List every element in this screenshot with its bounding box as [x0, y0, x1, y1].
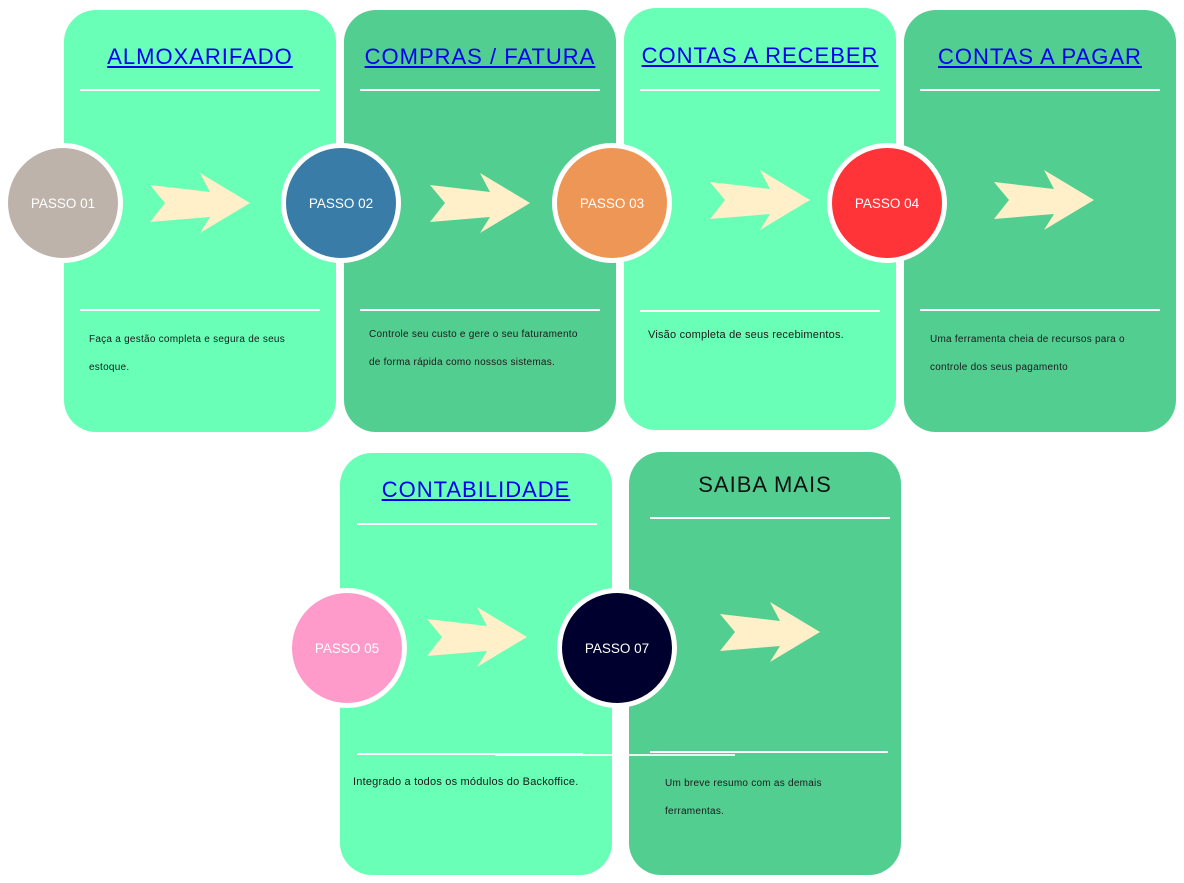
card-title: CONTAS A PAGAR	[904, 42, 1176, 72]
step-circle-05: PASSO 05	[287, 588, 407, 708]
contas-a-receber-link[interactable]: CONTAS A RECEBER	[641, 43, 879, 68]
bottom-divider	[920, 309, 1160, 311]
card-description: Controle seu custo e gere o seu faturame…	[369, 321, 578, 377]
description-line: controle dos seus pagamento	[930, 362, 1068, 373]
arrow-right-icon	[150, 173, 250, 233]
description-line: Faça a gestão completa e segura de seus	[89, 334, 285, 345]
arrow-right-icon	[427, 607, 527, 667]
bottom-divider	[650, 751, 888, 753]
step-label: PASSO 03	[579, 195, 645, 211]
saiba-mais-title: SAIBA MAIS	[698, 472, 832, 497]
card-description: Uma ferramenta cheia de recursos para o …	[930, 326, 1125, 382]
almoxarifado-link[interactable]: ALMOXARIFADO	[107, 44, 293, 69]
overlay-divider	[495, 754, 735, 756]
compras-fatura-link[interactable]: COMPRAS / FATURA	[364, 44, 596, 69]
description-line: ferramentas.	[665, 806, 725, 817]
bottom-divider	[360, 309, 600, 311]
bottom-divider	[640, 310, 880, 312]
card-description: Um breve resumo com as demais ferramenta…	[665, 770, 822, 826]
step-circle-07: PASSO 07	[557, 588, 677, 708]
step-circle-03: PASSO 03	[552, 143, 672, 263]
card-description: Faça a gestão completa e segura de seus …	[89, 326, 285, 382]
arrow-right-icon	[720, 602, 820, 662]
top-divider	[920, 89, 1160, 91]
card-title: SAIBA MAIS	[629, 470, 901, 500]
description-line: Controle seu custo e gere o seu faturame…	[369, 329, 578, 340]
top-divider	[80, 89, 320, 91]
step-label: PASSO 05	[314, 640, 380, 656]
card-title: CONTAS A RECEBER	[624, 41, 896, 71]
step-label: PASSO 04	[854, 195, 920, 211]
description-line: Visão completa de seus recebimentos.	[648, 329, 844, 341]
bottom-divider	[357, 753, 583, 755]
step-label: PASSO 01	[30, 195, 96, 211]
step-label: PASSO 07	[584, 640, 650, 656]
step-circle-02: PASSO 02	[281, 143, 401, 263]
card-description: Integrado a todos os módulos do Backoffi…	[353, 768, 578, 796]
contas-a-pagar-link[interactable]: CONTAS A PAGAR	[938, 44, 1142, 69]
card-contas-a-pagar: CONTAS A PAGAR Uma ferramenta cheia de r…	[904, 10, 1176, 432]
contabilidade-link[interactable]: CONTABILIDADE	[381, 477, 571, 502]
top-divider	[650, 517, 890, 519]
arrow-right-icon	[994, 170, 1094, 230]
description-line: estoque.	[89, 362, 130, 373]
arrow-right-icon	[710, 170, 810, 230]
arrow-right-icon	[430, 173, 530, 233]
step-circle-01: PASSO 01	[3, 143, 123, 263]
top-divider	[640, 89, 880, 91]
card-title: COMPRAS / FATURA	[344, 42, 616, 72]
description-line: Integrado a todos os módulos do Backoffi…	[353, 776, 579, 788]
bottom-divider	[80, 309, 320, 311]
top-divider	[360, 89, 600, 91]
top-divider	[357, 523, 597, 525]
description-line: de forma rápida como nossos sistemas.	[369, 357, 555, 368]
card-description: Visão completa de seus recebimentos.	[648, 321, 844, 349]
card-title: CONTABILIDADE	[340, 475, 612, 505]
step-label: PASSO 02	[308, 195, 374, 211]
description-line: Uma ferramenta cheia de recursos para o	[930, 334, 1125, 345]
step-circle-04: PASSO 04	[827, 143, 947, 263]
description-line: Um breve resumo com as demais	[665, 778, 822, 789]
card-title: ALMOXARIFADO	[64, 42, 336, 72]
